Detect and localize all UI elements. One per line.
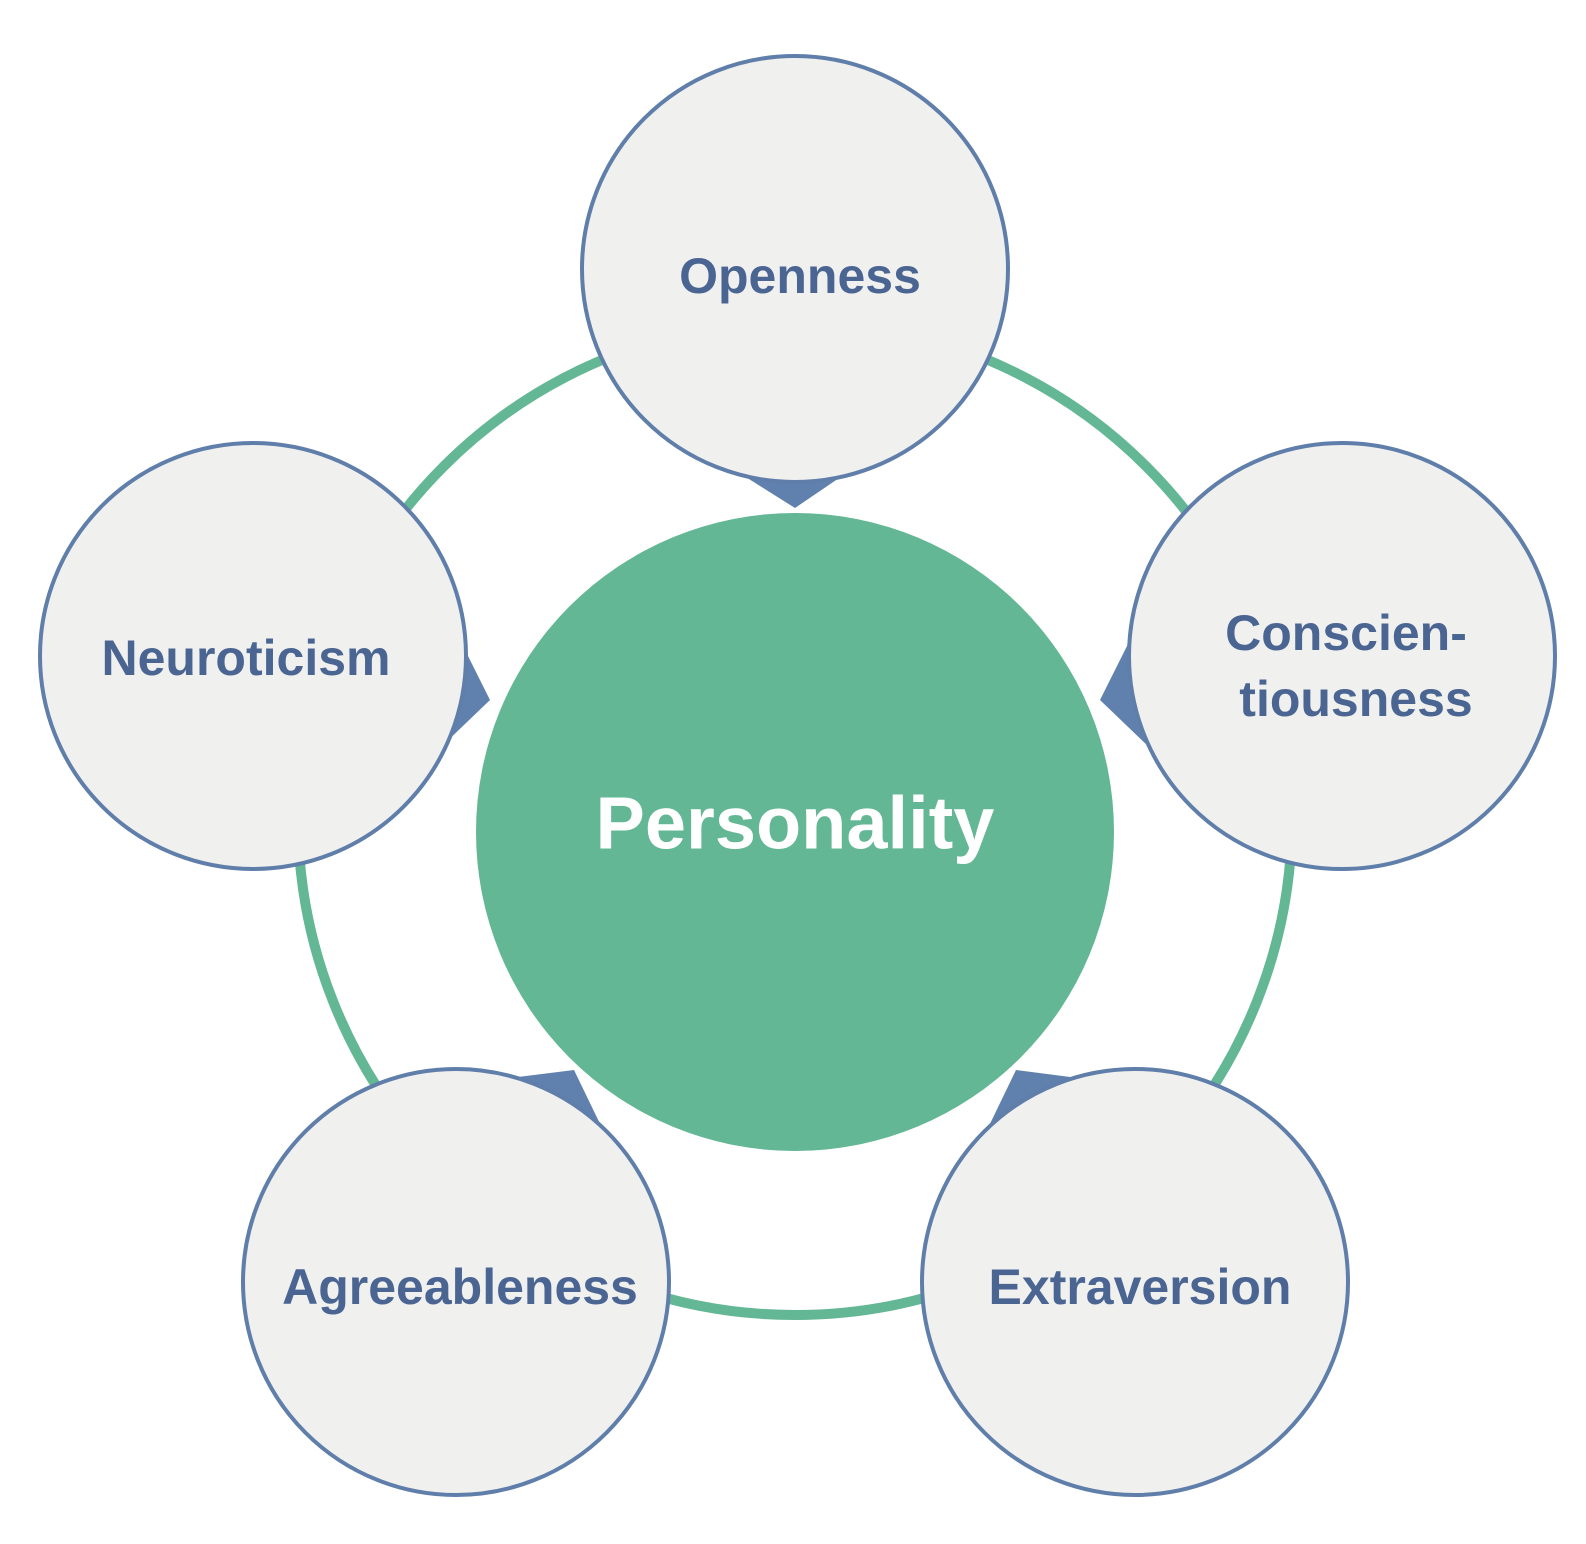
openness-circle (580, 54, 1010, 484)
agreeableness-label: Agreeableness (282, 1259, 638, 1315)
node-extraversion: Extraversion (920, 1067, 1350, 1497)
neuroticism-label: Neuroticism (102, 630, 391, 686)
center-label: Personality (596, 782, 995, 865)
extraversion-label: Extraversion (989, 1259, 1292, 1315)
extraversion-circle (920, 1067, 1350, 1497)
node-conscientiousness: Conscien- tiousness (1127, 441, 1557, 871)
node-agreeableness: Agreeableness (241, 1067, 671, 1497)
conscientiousness-circle (1127, 441, 1557, 871)
openness-label: Openness (679, 248, 921, 304)
node-neuroticism: Neuroticism (38, 441, 468, 871)
node-openness: Openness (580, 54, 1010, 484)
agreeableness-circle (241, 1067, 671, 1497)
conscientiousness-label-line2: tiousness (1239, 671, 1472, 727)
center-circle (476, 513, 1114, 1151)
conscientiousness-label-line1: Conscien- (1225, 605, 1467, 661)
neuroticism-circle (38, 441, 468, 871)
center-node: Personality (476, 513, 1114, 1151)
